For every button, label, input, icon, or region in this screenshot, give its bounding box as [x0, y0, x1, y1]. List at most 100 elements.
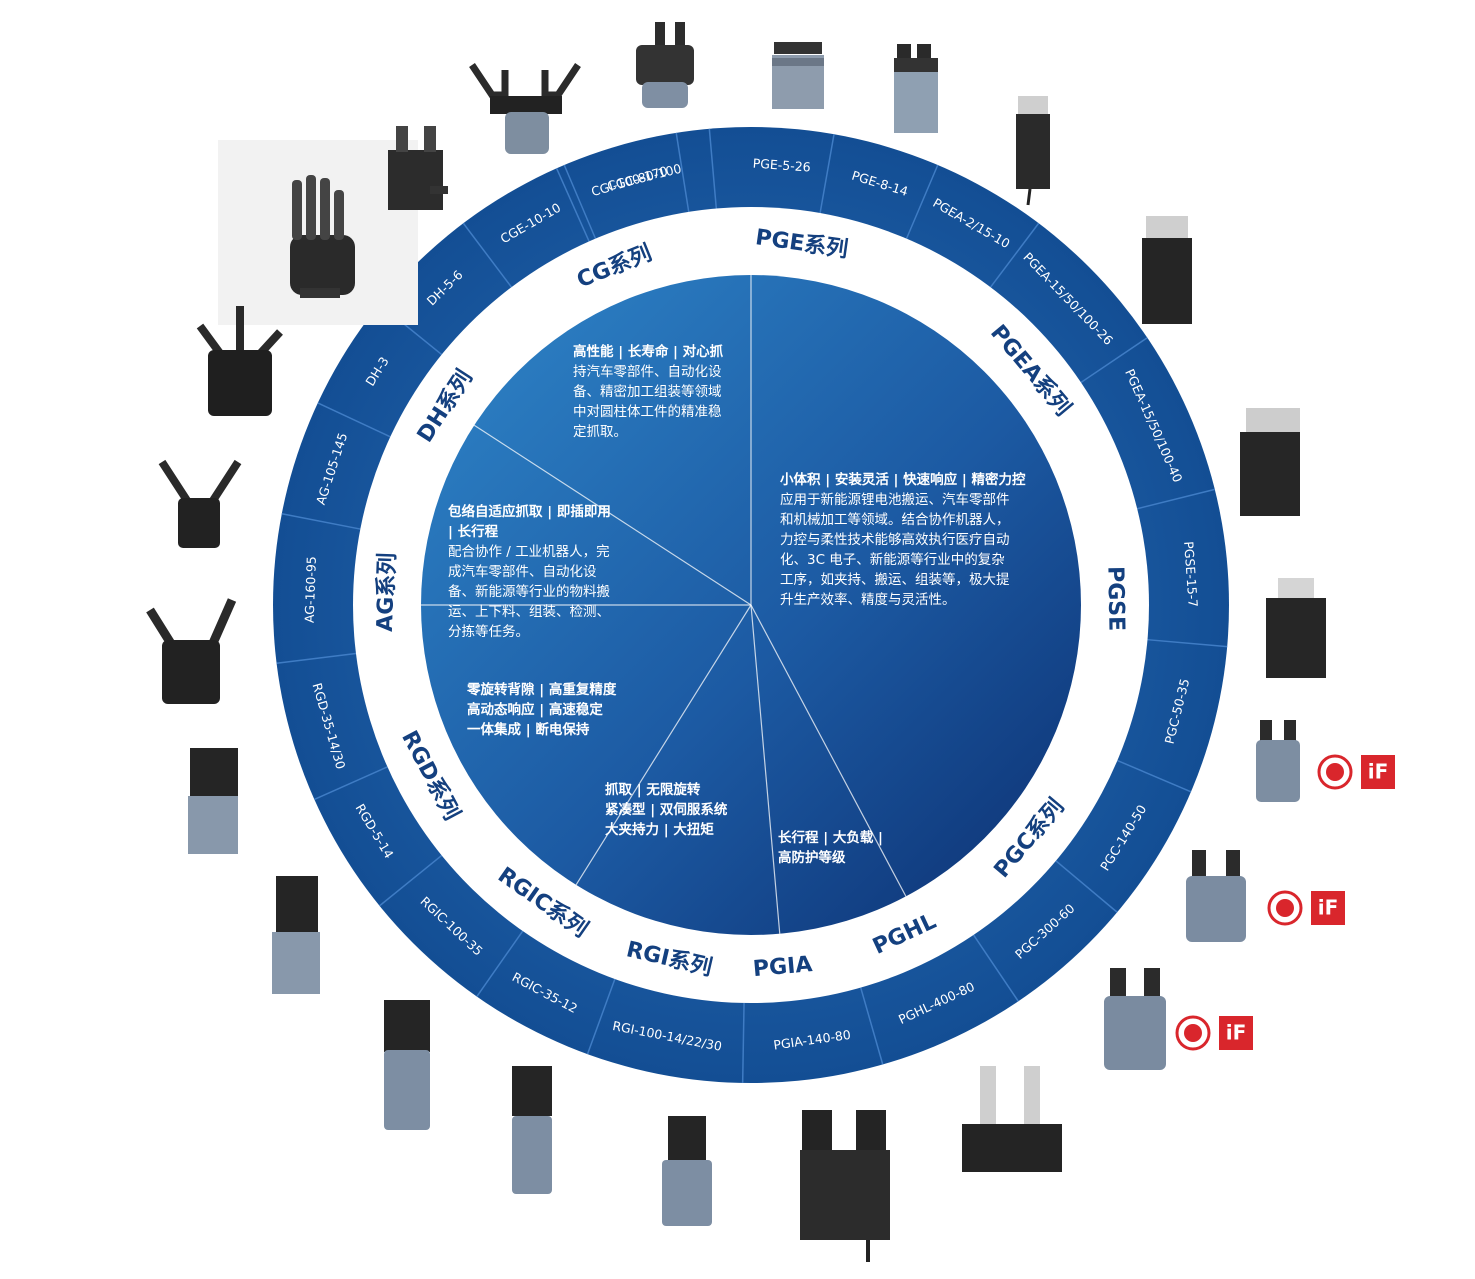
description-line: 高动态响应 | 高速稳定	[467, 701, 603, 718]
product-cgi-gripper	[469, 63, 581, 154]
description-line: 应用于新能源锂电池搬运、汽车零部件	[780, 491, 1010, 508]
model-divider-22	[563, 164, 597, 239]
model-divider-16	[314, 766, 388, 801]
description-line: 备、精密加工组装等领域	[573, 383, 722, 400]
award-badge: iF	[1267, 890, 1345, 926]
description-line: 小体积 | 安装灵活 | 快速响应 | 精密力控	[780, 471, 1026, 488]
description-line: | 长行程	[448, 523, 499, 540]
model-divider-19	[317, 402, 391, 438]
core-sector-dividers	[421, 275, 907, 934]
product-pgc-300-60	[1104, 968, 1166, 1070]
description-line: 定抓取。	[573, 424, 627, 440]
red-dot-icon	[1175, 1015, 1211, 1051]
description-line: 抓取 | 无限旋转	[605, 781, 701, 798]
model-divider-6	[1136, 488, 1215, 510]
model-divider-3	[905, 164, 939, 239]
model-divider-23	[675, 132, 690, 213]
product-rgd-35-14-30	[188, 748, 238, 854]
model-divider-4	[989, 222, 1040, 288]
model-divider-15	[379, 854, 443, 907]
model-label: AG-160-95	[302, 556, 319, 623]
model-divider-17	[276, 652, 357, 664]
description-line: 和机械加工等领域。结合协作机器人，	[780, 511, 1010, 528]
product-pge-8-14	[894, 44, 938, 133]
if-award-label: iF	[1318, 896, 1339, 920]
description-pge: 小体积 | 安装灵活 | 快速响应 | 精密力控应用于新能源锂电池搬运、汽车零部…	[780, 471, 1026, 608]
model-divider-12	[741, 1002, 745, 1083]
description-line: 化、3C 电子、新能源等行业中的复杂	[780, 551, 1005, 568]
model-label: PGSE-15-7	[1181, 541, 1201, 608]
product-cgc-gripper	[636, 22, 694, 108]
series-label: AG系列	[373, 552, 401, 632]
product-dexterous-hand	[218, 140, 418, 325]
sector-divider-3	[575, 604, 752, 886]
product-pgse-15-7	[1266, 578, 1326, 678]
red-dot-center	[1184, 1024, 1202, 1042]
model-divider-5	[1080, 337, 1148, 384]
model-divider-1	[708, 128, 718, 209]
if-award-label: iF	[1368, 760, 1389, 784]
description-line: 分拣等任务。	[448, 623, 529, 640]
product-cge-gripper	[388, 126, 448, 210]
description-line: 中对圆柱体工件的精准稳	[573, 404, 722, 420]
model-ring-dividers	[276, 128, 1228, 1083]
series-label: PGSE	[1102, 566, 1128, 631]
model-label: PGE-5-26	[752, 156, 811, 175]
sector-divider-5	[473, 424, 752, 606]
red-dot-icon	[1317, 754, 1353, 790]
product-rgic-100-35	[384, 1000, 430, 1130]
product-dh-3	[196, 306, 283, 416]
description-line: 升生产效率、精度与灵活性。	[780, 591, 956, 608]
red-dot-icon	[1267, 890, 1303, 926]
product-rgd-5-14	[272, 876, 320, 994]
product-rgic-35-12	[512, 1066, 552, 1194]
if-award-icon	[1219, 1016, 1253, 1050]
red-dot-center	[1326, 763, 1344, 781]
model-divider-11	[859, 987, 884, 1065]
product-pgc-50-35	[1256, 720, 1300, 802]
model-divider-14	[476, 930, 524, 997]
description-line: 工序，如夹持、搬运、组装等，极大提	[780, 571, 1010, 588]
sector-divider-2	[750, 604, 781, 934]
description-line: 配合协作 / 工业机器人，完	[448, 544, 610, 560]
description-pghl: 长行程 | 大负载 | 高防护等级	[778, 829, 883, 866]
description-line: 长行程 | 大负载 |	[778, 829, 883, 846]
model-divider-0	[555, 168, 590, 242]
model-divider-10	[972, 934, 1019, 1002]
red-dot-center	[1276, 899, 1294, 917]
model-divider-18	[281, 513, 361, 530]
product-pgc-140-50	[1186, 850, 1246, 942]
description-line: 紧凑型 | 双伺服系统	[605, 801, 728, 818]
series-label: PGIA	[752, 952, 813, 982]
description-line: 成汽车零部件、自动化设	[448, 563, 597, 580]
product-ag-160-95	[146, 598, 237, 704]
description-cg: 高性能 | 长寿命 | 对心抓持汽车零部件、自动化设备、精密加工组装等领域中对圆…	[573, 343, 724, 440]
if-award-icon	[1311, 891, 1345, 925]
if-award-label: iF	[1226, 1021, 1247, 1045]
description-line: 包络自适应抓取 | 即插即用	[448, 503, 611, 520]
model-divider-13	[586, 978, 616, 1055]
description-line: 力控与柔性技术能够高效执行医疗自动	[780, 531, 1010, 548]
product-ag-105-145	[158, 459, 242, 548]
description-line: 高性能 | 长寿命 | 对心抓	[573, 343, 724, 360]
if-award-icon	[1361, 755, 1395, 789]
product-pgea-15-26	[1142, 216, 1192, 324]
description-line: 持汽车零部件、自动化设	[573, 363, 722, 380]
description-line: 高防护等级	[778, 849, 846, 866]
award-badge: iF	[1175, 1015, 1253, 1051]
product-pghl-400-80	[962, 1066, 1062, 1172]
description-line: 备、新能源等行业的物料搬	[448, 583, 610, 600]
model-divider-9	[1055, 860, 1118, 913]
award-badge: iF	[1317, 754, 1395, 790]
model-divider-2	[819, 134, 835, 214]
description-line: 零旋转背隙 | 高重复精度	[466, 681, 617, 698]
model-divider-7	[1147, 638, 1228, 648]
model-divider-21	[462, 222, 513, 288]
sector-divider-1	[750, 604, 907, 897]
description-line: 运、上下料、组装、检测、	[448, 604, 610, 620]
